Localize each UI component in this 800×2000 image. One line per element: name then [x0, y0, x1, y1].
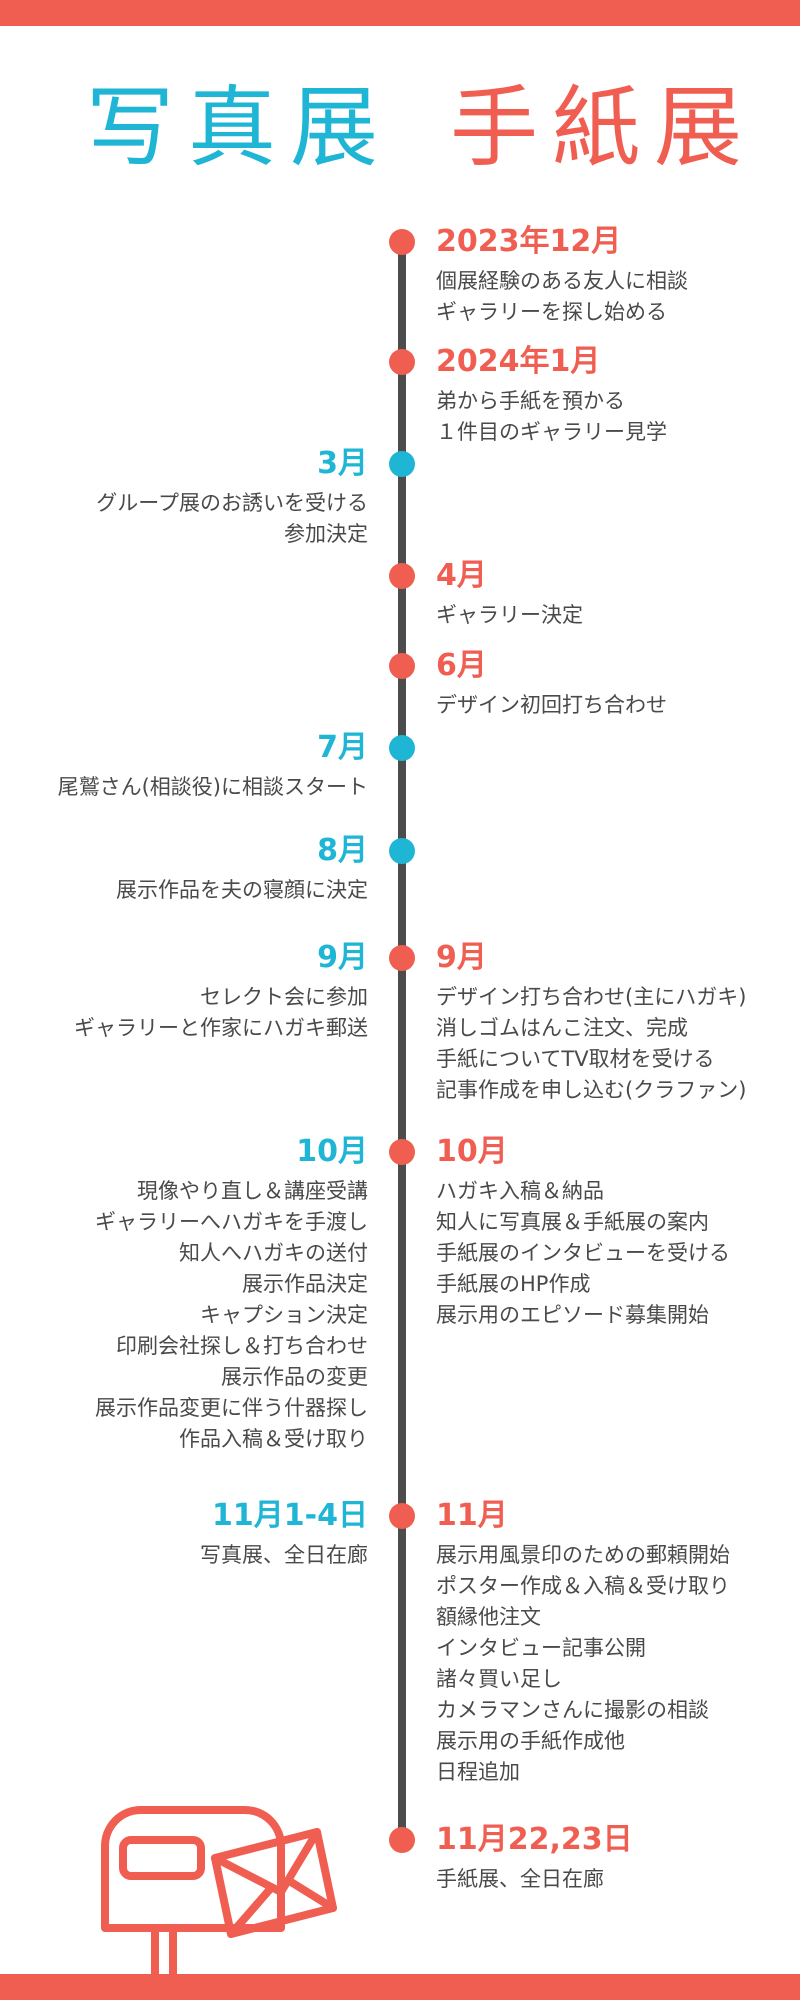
- timeline-dot-letter: [389, 563, 415, 589]
- photo-event-03: 3月 グループ展のお誘いを受ける 参加決定: [96, 444, 368, 550]
- event-date: 2024年1月: [436, 344, 601, 379]
- event-line: 展示作品決定: [242, 1272, 368, 1296]
- event-line: ギャラリーへハガキを手渡し: [95, 1210, 368, 1234]
- event-line: 諸々買い足し: [436, 1667, 562, 1691]
- title-letter-exhibition: 手紙展: [450, 76, 757, 179]
- timeline-dot-photo: [389, 838, 415, 864]
- event-date: 10月: [296, 1134, 368, 1169]
- event-line: 手紙についてTV取材を受ける: [436, 1047, 715, 1071]
- timeline-axis: [398, 240, 406, 1840]
- event-line: ポスター作成＆入稿＆受け取り: [436, 1574, 730, 1598]
- event-line: 尾鷲さん(相談役)に相談スタート: [57, 775, 368, 799]
- event-line: ギャラリーを探し始める: [436, 300, 667, 324]
- timeline-dot-letter: [389, 1827, 415, 1853]
- event-date: 7月: [317, 730, 368, 765]
- event-line: デザイン初回打ち合わせ: [436, 693, 667, 717]
- photo-event-11-1-4: 11月1-4日 写真展、全日在廊: [200, 1496, 368, 1571]
- event-line: 額縁他注文: [436, 1605, 541, 1629]
- event-date: 9月: [436, 940, 487, 975]
- event-date: 11月1-4日: [212, 1498, 368, 1533]
- event-line: 展示作品の変更: [221, 1365, 368, 1389]
- event-line: キャプション決定: [200, 1303, 368, 1327]
- top-band: [0, 0, 800, 26]
- letter-event-10: 10月 ハガキ入稿＆納品 知人に写真展＆手紙展の案内 手紙展のインタビューを受け…: [436, 1132, 730, 1331]
- event-date: 9月: [317, 940, 368, 975]
- bottom-band: [0, 1974, 800, 2000]
- letter-event-2024-01: 2024年1月 弟から手紙を預かる １件目のギャラリー見学: [436, 342, 667, 448]
- timeline-dot-letter: [389, 1139, 415, 1165]
- event-date: 2023年12月: [436, 224, 622, 259]
- event-line: 現像やり直し＆講座受講: [137, 1179, 368, 1203]
- timeline-dot-letter: [389, 1503, 415, 1529]
- letter-event-2023-12: 2023年12月 個展経験のある友人に相談 ギャラリーを探し始める: [436, 222, 688, 328]
- event-line: グループ展のお誘いを受ける: [96, 491, 368, 515]
- event-date: 11月22,23日: [436, 1822, 633, 1857]
- event-line: 消しゴムはんこ注文、完成: [436, 1016, 688, 1040]
- event-date: 10月: [436, 1134, 508, 1169]
- event-date: 4月: [436, 558, 487, 593]
- letter-event-11-22-23: 11月22,23日 手紙展、全日在廊: [436, 1820, 633, 1895]
- timeline-dot-letter: [389, 349, 415, 375]
- photo-event-08: 8月 展示作品を夫の寝顔に決定: [116, 831, 368, 906]
- event-line: ギャラリー決定: [436, 603, 583, 627]
- event-line: 展示用風景印のための郵頼開始: [436, 1543, 730, 1567]
- title-photo-exhibition: 写真展: [86, 76, 393, 179]
- event-date: 3月: [317, 446, 368, 481]
- event-line: 写真展、全日在廊: [200, 1543, 368, 1567]
- letter-event-09: 9月 デザイン打ち合わせ(主にハガキ) 消しゴムはんこ注文、完成 手紙についてT…: [436, 938, 746, 1106]
- event-line: 展示作品変更に伴う什器探し: [95, 1396, 368, 1420]
- timeline-dot-letter: [389, 945, 415, 971]
- event-line: 展示用のエピソード募集開始: [436, 1303, 709, 1327]
- timeline-dot-letter: [389, 653, 415, 679]
- event-line: ギャラリーと作家にハガキ郵送: [74, 1016, 368, 1040]
- event-line: ハガキ入稿＆納品: [436, 1179, 604, 1203]
- mailbox-envelope-icon: [101, 1806, 337, 1976]
- photo-event-07: 7月 尾鷲さん(相談役)に相談スタート: [58, 728, 368, 803]
- timeline-dot-photo: [389, 451, 415, 477]
- event-line: 日程追加: [436, 1760, 520, 1784]
- event-line: 参加決定: [284, 522, 368, 546]
- letter-event-11: 11月 展示用風景印のための郵頼開始 ポスター作成＆入稿＆受け取り 額縁他注文 …: [436, 1496, 730, 1788]
- event-date: 6月: [436, 648, 487, 683]
- event-line: 手紙展、全日在廊: [436, 1867, 604, 1891]
- event-line: 展示用の手紙作成他: [436, 1729, 625, 1753]
- timeline-dot-letter: [389, 229, 415, 255]
- event-date: 8月: [317, 833, 368, 868]
- event-line: 記事作成を申し込む(クラファン): [436, 1078, 747, 1102]
- event-line: 作品入稿＆受け取り: [179, 1427, 368, 1451]
- event-line: カメラマンさんに撮影の相談: [436, 1698, 709, 1722]
- event-line: 知人に写真展＆手紙展の案内: [436, 1210, 709, 1234]
- event-line: 手紙展のインタビューを受ける: [436, 1241, 730, 1265]
- event-line: 印刷会社探し＆打ち合わせ: [116, 1334, 368, 1358]
- event-line: 展示作品を夫の寝顔に決定: [116, 878, 368, 902]
- event-line: 知人へハガキの送付: [179, 1241, 368, 1265]
- event-date: 11月: [436, 1498, 508, 1533]
- letter-event-04: 4月 ギャラリー決定: [436, 556, 583, 631]
- event-line: デザイン打ち合わせ(主にハガキ): [436, 985, 747, 1009]
- photo-event-09: 9月 セレクト会に参加 ギャラリーと作家にハガキ郵送: [74, 938, 368, 1044]
- event-line: インタビュー記事公開: [436, 1636, 646, 1660]
- letter-event-06: 6月 デザイン初回打ち合わせ: [436, 646, 667, 721]
- event-line: 弟から手紙を預かる: [436, 389, 625, 413]
- event-line: 手紙展のHP作成: [436, 1272, 591, 1296]
- event-line: １件目のギャラリー見学: [436, 420, 667, 444]
- event-line: 個展経験のある友人に相談: [436, 269, 688, 293]
- timeline-dot-photo: [389, 735, 415, 761]
- photo-event-10: 10月 現像やり直し＆講座受講 ギャラリーへハガキを手渡し 知人へハガキの送付 …: [95, 1132, 368, 1455]
- event-line: セレクト会に参加: [200, 985, 368, 1009]
